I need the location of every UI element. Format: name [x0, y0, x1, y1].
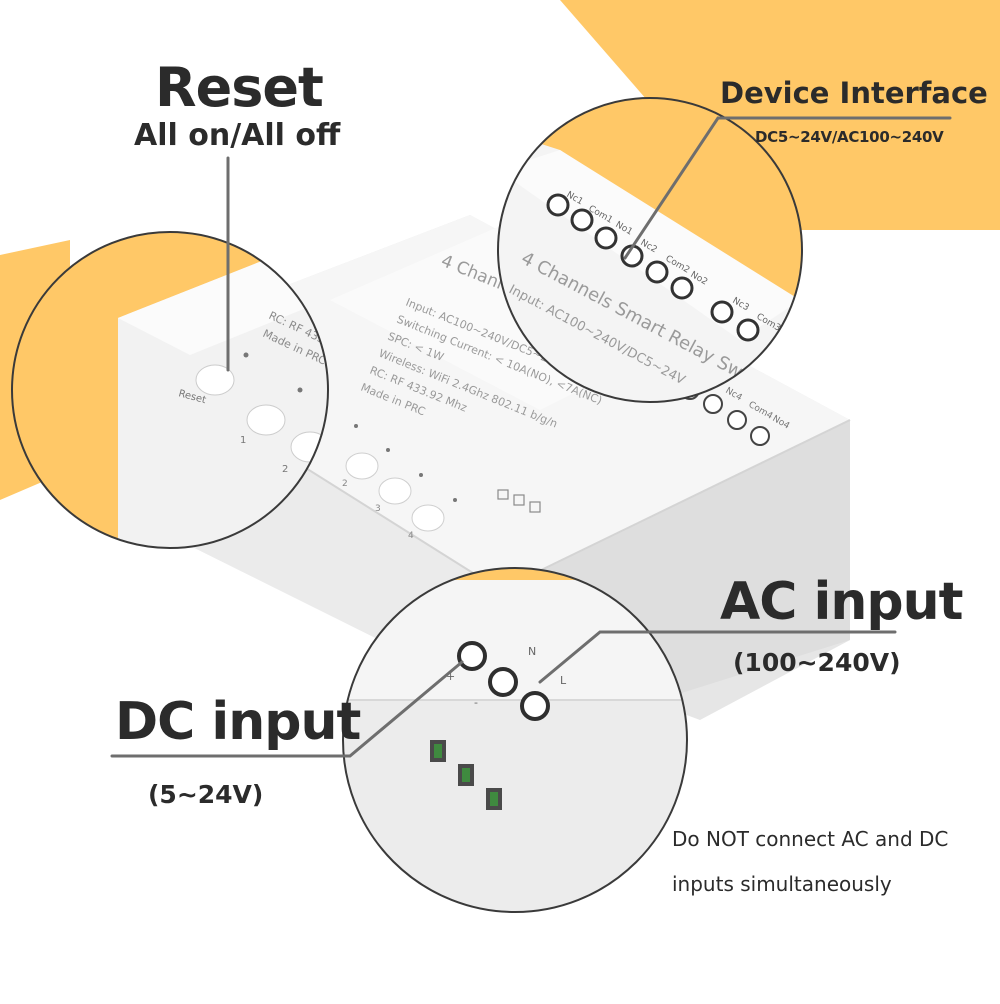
- button-label: 4: [408, 531, 414, 541]
- warning-text-line-2: inputs simultaneously: [672, 872, 892, 896]
- device-interface-callout-title: Device Interface: [720, 76, 988, 110]
- reset-callout-title: Reset: [155, 56, 324, 119]
- device-interface-leader-line: [623, 116, 952, 260]
- reset-button: [195, 364, 235, 396]
- terminal-hole: [594, 226, 618, 250]
- dc-label-minus: -: [474, 696, 478, 709]
- button-label: 3: [375, 504, 381, 514]
- dc-terminal: [488, 667, 518, 697]
- warning-text-line-1: Do NOT connect AC and DC: [672, 827, 949, 851]
- background-accent-top: [560, 0, 1000, 230]
- dc-input-leader-line: [110, 660, 464, 758]
- ac-label-l: L: [560, 674, 567, 687]
- dc-input-callout-subtitle: (5~24V): [148, 780, 264, 809]
- rf-icon: [529, 501, 541, 513]
- button-label: 1: [240, 435, 246, 446]
- button-label: 2: [282, 464, 288, 475]
- button-label: 2: [342, 479, 348, 489]
- terminal-hole: [710, 300, 734, 324]
- terminal-hole: [645, 260, 669, 284]
- ac-input-callout-title: AC input: [720, 572, 963, 632]
- dc-input-callout-title: DC input: [115, 692, 361, 752]
- ac-input-callout-subtitle: (100~240V): [733, 648, 901, 677]
- zoom-reset: Reset 1 2 RC: RF 433.92 Mhz Made in PRC: [11, 231, 329, 549]
- terminal-hole: [570, 208, 594, 232]
- device-interface-callout-subtitle: DC5~24V/AC100~240V: [755, 128, 944, 146]
- dc-terminal: [457, 641, 487, 671]
- zoom-power-input: N L + -: [342, 567, 688, 913]
- callout-leader-lines: [110, 116, 952, 758]
- terminal-hole: [750, 426, 770, 446]
- channel-button: [378, 477, 412, 505]
- terminal-hole: [703, 394, 723, 414]
- terminal-hole: [736, 318, 760, 342]
- zoom-device-interface: Nc1 Com1 No1 Nc2 Com2 No2 Nc3 Com3 4 Cha…: [497, 97, 803, 403]
- reset-callout-subtitle: All on/All off: [134, 118, 341, 153]
- ac-terminal: [520, 691, 550, 721]
- wifi-icon: [513, 494, 525, 506]
- ac-input-leader-line: [538, 630, 897, 684]
- ac-label-n: N: [528, 645, 536, 658]
- dc-label-plus: +: [446, 670, 455, 683]
- terminal-hole: [546, 193, 570, 217]
- channel-button: [246, 404, 286, 436]
- home-icon: [497, 489, 509, 500]
- terminal-hole: [727, 410, 747, 430]
- channel-button: [411, 504, 445, 532]
- terminal-hole: [670, 276, 694, 300]
- channel-button: [345, 452, 379, 480]
